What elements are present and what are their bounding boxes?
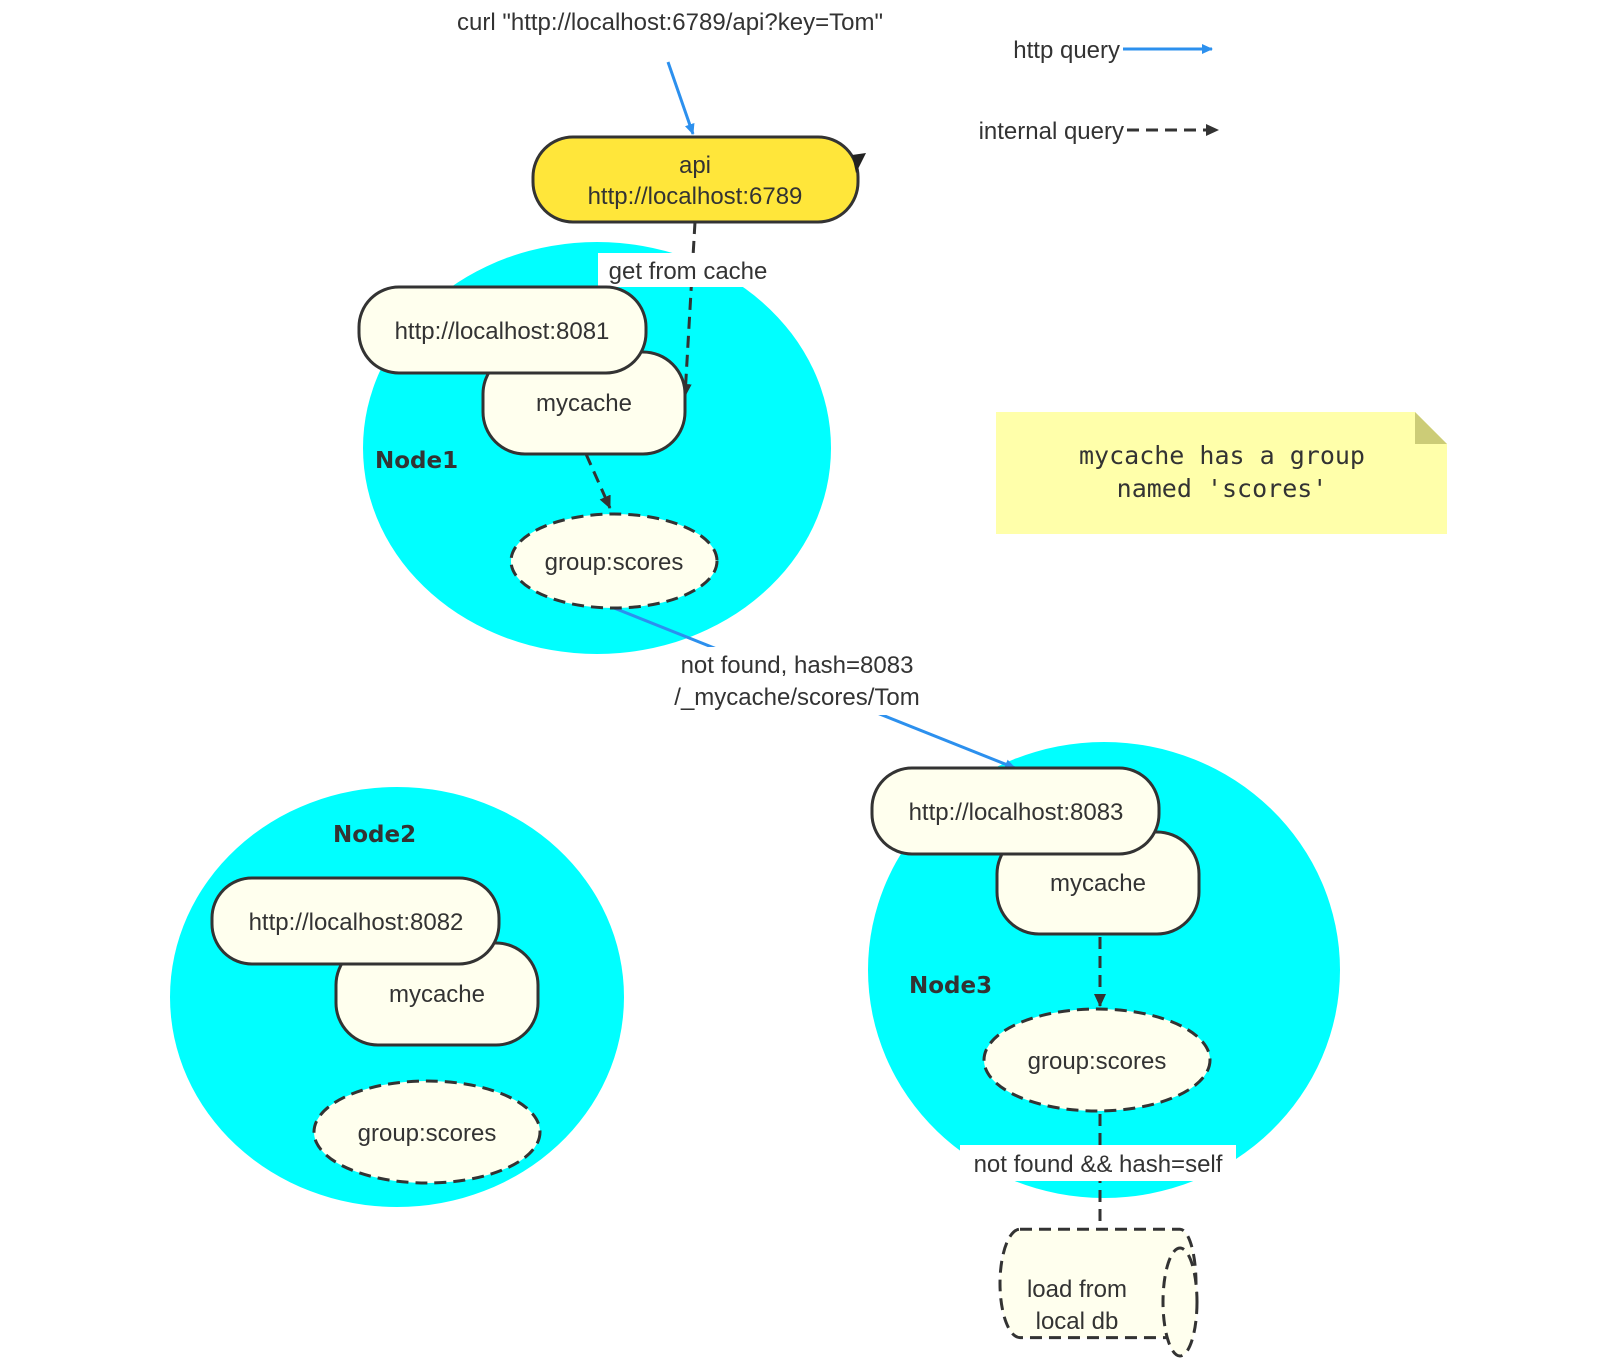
get-from-cache-label: get from cache [609,258,768,285]
local-db-end [1161,1246,1199,1358]
node2-group-ellipse [312,1079,542,1185]
api-box: api http://localhost:6789 [531,135,866,224]
local-db-body [998,1227,1198,1340]
legend-internal-label: internal query [979,118,1124,145]
local-db-line1: load from [1027,1276,1127,1303]
api-title: api [679,152,711,179]
node1-mycache-label: mycache [536,390,632,417]
api-to-mycache-arrow [679,221,697,397]
node3-url-label: http://localhost:8083 [909,799,1124,826]
api-box-corner-mark [852,153,866,173]
not-found-self-label: not found && hash=self [974,1151,1223,1178]
node2-url-label: http://localhost:8082 [249,909,464,936]
not-found-self-label-bg [960,1145,1236,1181]
node3-mycache-label: mycache [1050,870,1146,897]
node3-label: Node3 [909,973,992,999]
node1-group-label: group:scores [545,549,684,576]
local-db: load from local db [998,1227,1199,1358]
node3: mycache http://localhost:8083 Node3 grou… [870,766,1212,1113]
node1-url-box [357,285,648,375]
note: mycache has a group named 'scores' [996,412,1447,534]
note-line1: mycache has a group [1079,441,1365,470]
node3-circle [868,742,1340,1198]
node1-group-ellipse [509,512,719,610]
node3-url-box [870,766,1161,856]
legend: http query internal query [979,37,1219,145]
note-line2: named 'scores' [1117,474,1328,503]
mycache-to-group-arrow-node1 [584,453,612,509]
node1: mycache http://localhost:8081 Node1 grou… [357,285,719,610]
node3-group-ellipse [982,1007,1212,1113]
node3-group-label: group:scores [1028,1048,1167,1075]
api-box-shape [531,135,860,224]
get-from-cache-label-bg [598,253,778,287]
legend-http-label: http query [1013,37,1120,64]
not-found-label-line1: not found, hash=8083 [681,652,914,679]
curl-to-api-arrow [666,61,695,135]
not-found-label-line2: /_mycache/scores/Tom [674,684,919,711]
not-found-label-bg [662,647,930,715]
node1-url-label: http://localhost:8081 [395,318,610,345]
node2-url-box [210,876,501,966]
node1-label: Node1 [375,448,458,474]
local-db-line2: local db [1036,1308,1119,1335]
note-fold [1415,412,1447,444]
note-shape [996,412,1447,534]
api-url: http://localhost:6789 [588,183,803,210]
node2: Node2 mycache http://localhost:8082 grou… [210,822,542,1185]
node2-group-label: group:scores [358,1120,497,1147]
node2-mycache-label: mycache [389,981,485,1008]
curl-command: curl "http://localhost:6789/api?key=Tom" [457,9,883,36]
node2-label: Node2 [333,822,416,848]
